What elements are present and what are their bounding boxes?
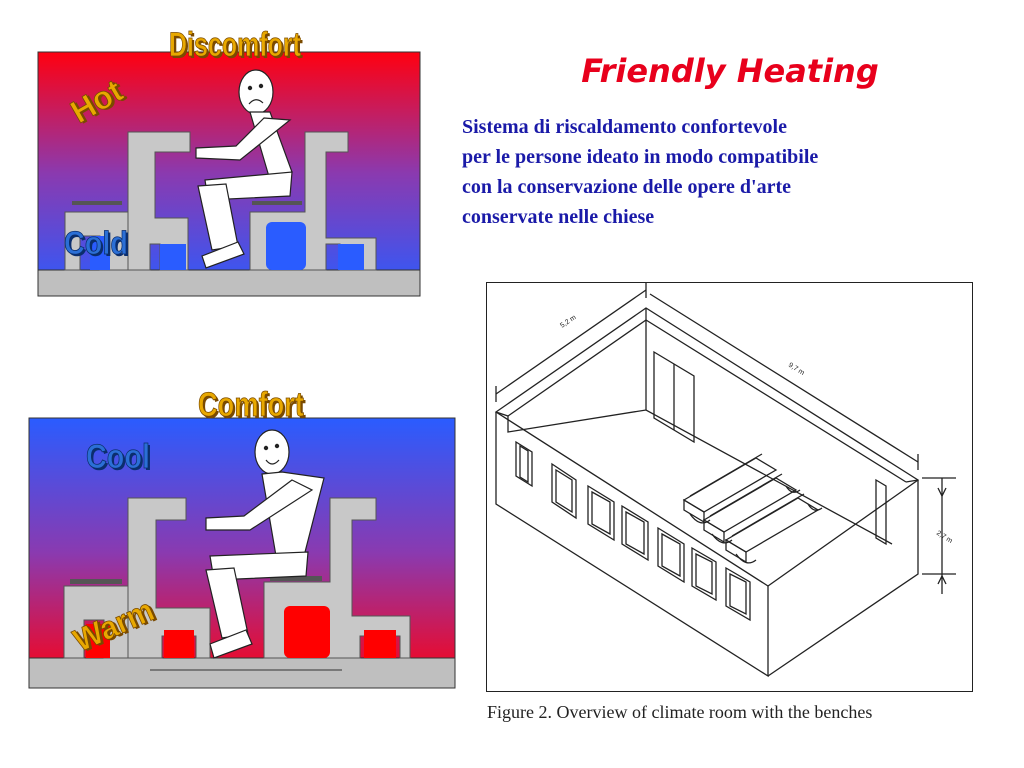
room-drawing: [494, 282, 956, 678]
heater-center-comfort: [284, 606, 330, 658]
climate-room-figure: 5,2 m 9,7 m 2,7 m: [486, 282, 973, 692]
person-comfort: [205, 429, 325, 659]
page-title: Friendly Heating: [581, 52, 879, 90]
figure-caption: Figure 2. Overview of climate room with …: [487, 702, 873, 722]
description-line-1: Sistema di riscaldamento confortevole: [462, 116, 787, 138]
heater-center: [266, 222, 306, 270]
seat-pad-left: [72, 201, 122, 205]
person-discomfort: [195, 69, 293, 269]
comfort-heading-shadow: Comfort: [200, 388, 306, 426]
discomfort-heading-shadow: Discomfort: [171, 28, 303, 66]
description-line-2: per le persone ideato in modo compatibil…: [462, 146, 819, 168]
seat-pad-right-comfort: [270, 576, 322, 581]
discomfort-heading: Discomfort: [169, 26, 301, 64]
heater-left: [160, 244, 186, 270]
cool-label-shadow: Cool: [88, 440, 152, 478]
cool-label-art: Cool Cool: [86, 438, 152, 478]
description-line-3: con la conservazione delle opere d'arte: [462, 176, 792, 198]
discomfort-scene: [37, 51, 421, 297]
seat-pad-right: [252, 201, 302, 205]
bench-back-left-comfort: [127, 497, 211, 659]
description: Sistema di riscaldamento confortevole pe…: [462, 112, 942, 232]
cold-label-art: Cold Cold: [64, 225, 130, 263]
cold-label: Cold: [64, 225, 128, 261]
figure-frame: [486, 282, 973, 692]
description-line-4: conservate nelle chiese: [462, 206, 655, 228]
bench-back-left: [127, 131, 191, 271]
heater-far-left-comfort: [86, 624, 110, 658]
comfort-scene: [28, 417, 456, 689]
cold-label-shadow: Cold: [66, 227, 130, 263]
heater-left-comfort: [164, 630, 194, 658]
warm-label-art: Warm Warm: [68, 591, 162, 656]
hot-label: Hot: [64, 72, 128, 130]
hot-label-art: Hot Hot: [64, 72, 132, 131]
seat-pad-left-comfort: [70, 579, 122, 584]
heater-right: [338, 244, 364, 270]
comfort-heading-art: Comfort Comfort: [198, 386, 306, 426]
discomfort-heading-art: Discomfort Discomfort: [169, 26, 303, 66]
cool-label: Cool: [86, 438, 150, 476]
bench-front-left-comfort: [63, 585, 129, 659]
comfort-heading: Comfort: [198, 386, 304, 424]
comfort-floor: [28, 657, 456, 689]
heater-right-comfort: [364, 630, 396, 658]
heater-far-left: [90, 236, 110, 270]
discomfort-floor: [37, 269, 421, 297]
